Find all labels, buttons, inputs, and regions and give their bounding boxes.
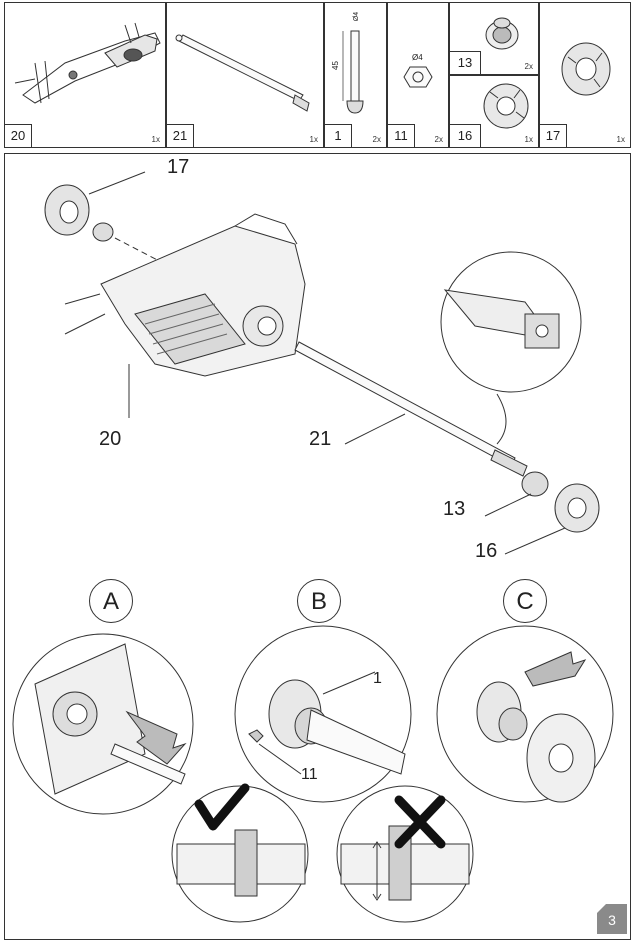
callout-13: 13 (443, 498, 466, 520)
part-number: 11 (388, 124, 415, 147)
part-box-21: 21 1x (166, 2, 324, 148)
step-c-label: C (503, 579, 547, 623)
axle-part-drawing (175, 34, 310, 112)
nut-diameter-label: Ø4 (412, 53, 423, 62)
part-number: 17 (540, 124, 567, 147)
callout-11: 11 (301, 766, 318, 783)
step-a-label: A (89, 579, 133, 623)
part-qty: 1x (524, 135, 533, 144)
part-qty: 1x (309, 135, 318, 144)
part-box-17: 17 1x (539, 2, 631, 148)
part-box-1: Ø4 45 1 2x (324, 2, 387, 148)
part-box-11: Ø4 11 2x (387, 2, 449, 148)
part-qty: 1x (616, 135, 625, 144)
nut-part-drawing (403, 66, 433, 88)
callout-21: 21 (309, 428, 332, 450)
part-box-13: 13 2x (449, 2, 539, 75)
part-number: 13 (450, 51, 481, 74)
callout-20: 20 (99, 428, 122, 450)
cover-part-drawing (561, 42, 611, 96)
part-number: 20 (5, 124, 32, 147)
bushing-part-drawing (485, 17, 519, 50)
part-number: 1 (325, 124, 352, 147)
bolt-diameter-label: Ø4 (353, 11, 361, 22)
page-number: 3 (597, 904, 627, 934)
frame-part-drawing (14, 22, 161, 104)
part-box-20: 20 1x (4, 2, 166, 148)
part-number: 21 (167, 124, 194, 147)
bolt-part-drawing (342, 30, 364, 114)
callout-16: 16 (475, 540, 498, 562)
callout-17: 17 (167, 156, 190, 178)
assembly-panel: 17 20 21 13 16 1 11 A B C 3 (4, 153, 631, 940)
part-qty: 2x (372, 135, 381, 144)
part-qty: 2x (434, 135, 443, 144)
part-number: 16 (450, 124, 481, 147)
bolt-length-label: 45 (330, 61, 340, 70)
part-qty: 2x (524, 62, 533, 71)
callout-1: 1 (373, 670, 382, 687)
assembly-drawing (12, 171, 614, 923)
end-cap-part-drawing (483, 83, 529, 129)
part-box-16: 16 1x (449, 75, 539, 148)
part-qty: 1x (151, 135, 160, 144)
step-b-label: B (297, 579, 341, 623)
